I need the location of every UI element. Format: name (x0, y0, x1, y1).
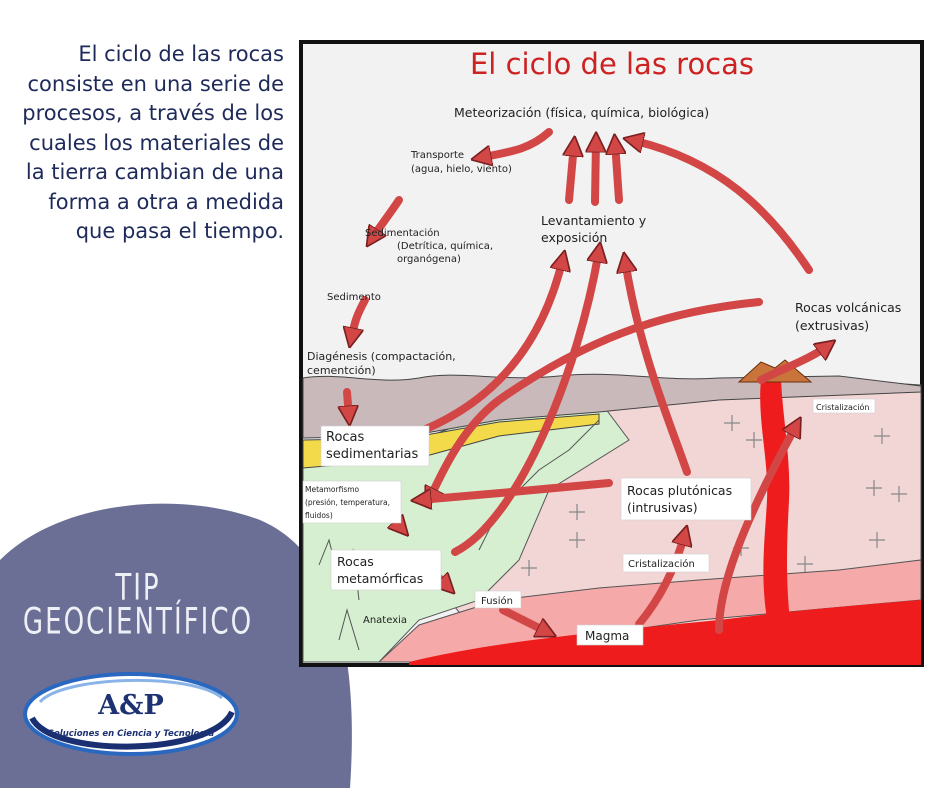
intro-paragraph: El ciclo de las rocas consiste en una se… (22, 42, 284, 243)
logo-tagline: Soluciones en Ciencia y Tecnología (47, 729, 215, 739)
label-metamorfismo-1: Metamorfismo (305, 485, 360, 494)
label-sedimentacion-2: (Detrítica, química, (397, 240, 493, 252)
label-diagenesis-1: Diagénesis (compactación, (307, 350, 456, 363)
process-arrows (347, 128, 829, 633)
tip-heading: TIP GEOCIENTÍFICO (22, 566, 254, 643)
label-metamorficas-1: Rocas (337, 554, 374, 569)
label-volcanicas-2: (extrusivas) (795, 318, 869, 333)
label-volcanicas-1: Rocas volcánicas (795, 300, 901, 315)
label-transporte-1: Transporte (410, 150, 464, 161)
logo-name: A&P (98, 690, 164, 721)
label-sedimentacion-3: organógena) (397, 253, 461, 265)
label-transporte-2: (agua, hielo, viento) (411, 164, 512, 175)
label-plutonicas-1: Rocas plutónicas (627, 483, 732, 498)
tip-line-1: TIP (115, 565, 161, 609)
label-cristalizacion-top: Cristalización (816, 402, 869, 412)
label-sedimentarias-1: Rocas (326, 430, 365, 445)
diagram-title: El ciclo de las rocas (470, 47, 754, 81)
logo-emblem (23, 672, 239, 756)
label-fusion: Fusión (481, 595, 513, 607)
label-cristalizacion-mid: Cristalización (628, 558, 695, 570)
label-sedimentarias-2: sedimentarias (326, 447, 419, 462)
label-sedimento: Sedimento (327, 292, 381, 303)
label-sedimentacion-1: Sedimentación (365, 227, 440, 239)
label-meteorizacion: Meteorización (física, química, biológic… (454, 105, 709, 120)
tip-line-2: GEOCIENTÍFICO (22, 599, 254, 643)
label-levantamiento-1: Levantamiento y (541, 213, 647, 228)
label-levantamiento-2: exposición (541, 230, 607, 245)
rock-cycle-diagram: El ciclo de las rocas Meteorización (fís… (299, 40, 924, 667)
label-anatexia: Anatexia (363, 615, 407, 626)
label-metamorfismo-3: fluidos) (305, 511, 333, 520)
label-metamorfismo-2: (presión, temperatura, (305, 498, 390, 507)
label-plutonicas-2: (intrusivas) (627, 500, 698, 515)
label-diagenesis-2: cementción) (307, 364, 376, 377)
label-metamorficas-2: metamórficas (337, 571, 423, 586)
label-magma: Magma (585, 629, 629, 643)
